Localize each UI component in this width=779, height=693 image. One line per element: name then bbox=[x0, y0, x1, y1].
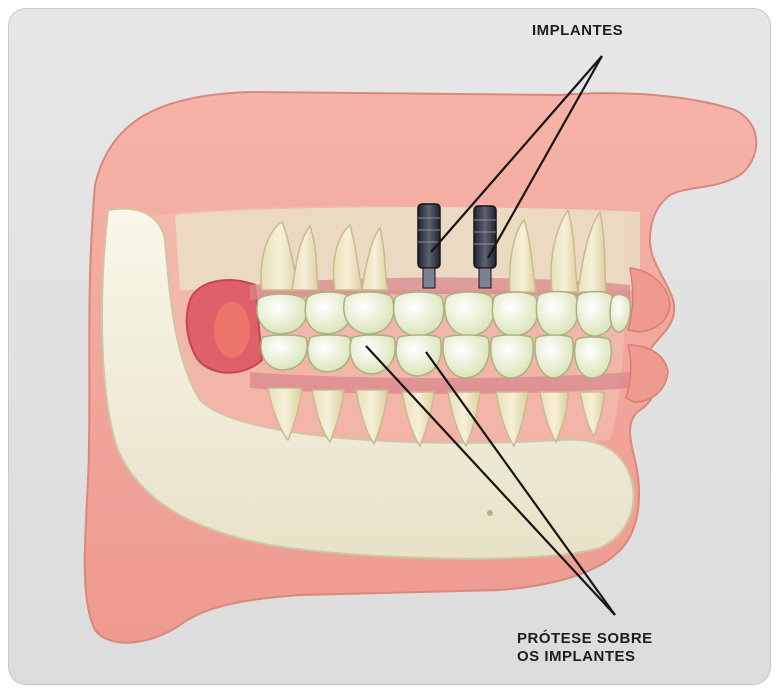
tongue-highlight bbox=[214, 302, 250, 358]
prosthesis-label-line1: PRÓTESE SOBRE bbox=[517, 630, 653, 648]
prosthesis-label: PRÓTESE SOBRE OS IMPLANTES bbox=[517, 630, 653, 666]
prosthesis-label-line2: OS IMPLANTES bbox=[517, 648, 653, 666]
lower-lip bbox=[626, 345, 668, 402]
bone-detail bbox=[487, 510, 493, 516]
implants-label: IMPLANTES bbox=[532, 22, 623, 40]
